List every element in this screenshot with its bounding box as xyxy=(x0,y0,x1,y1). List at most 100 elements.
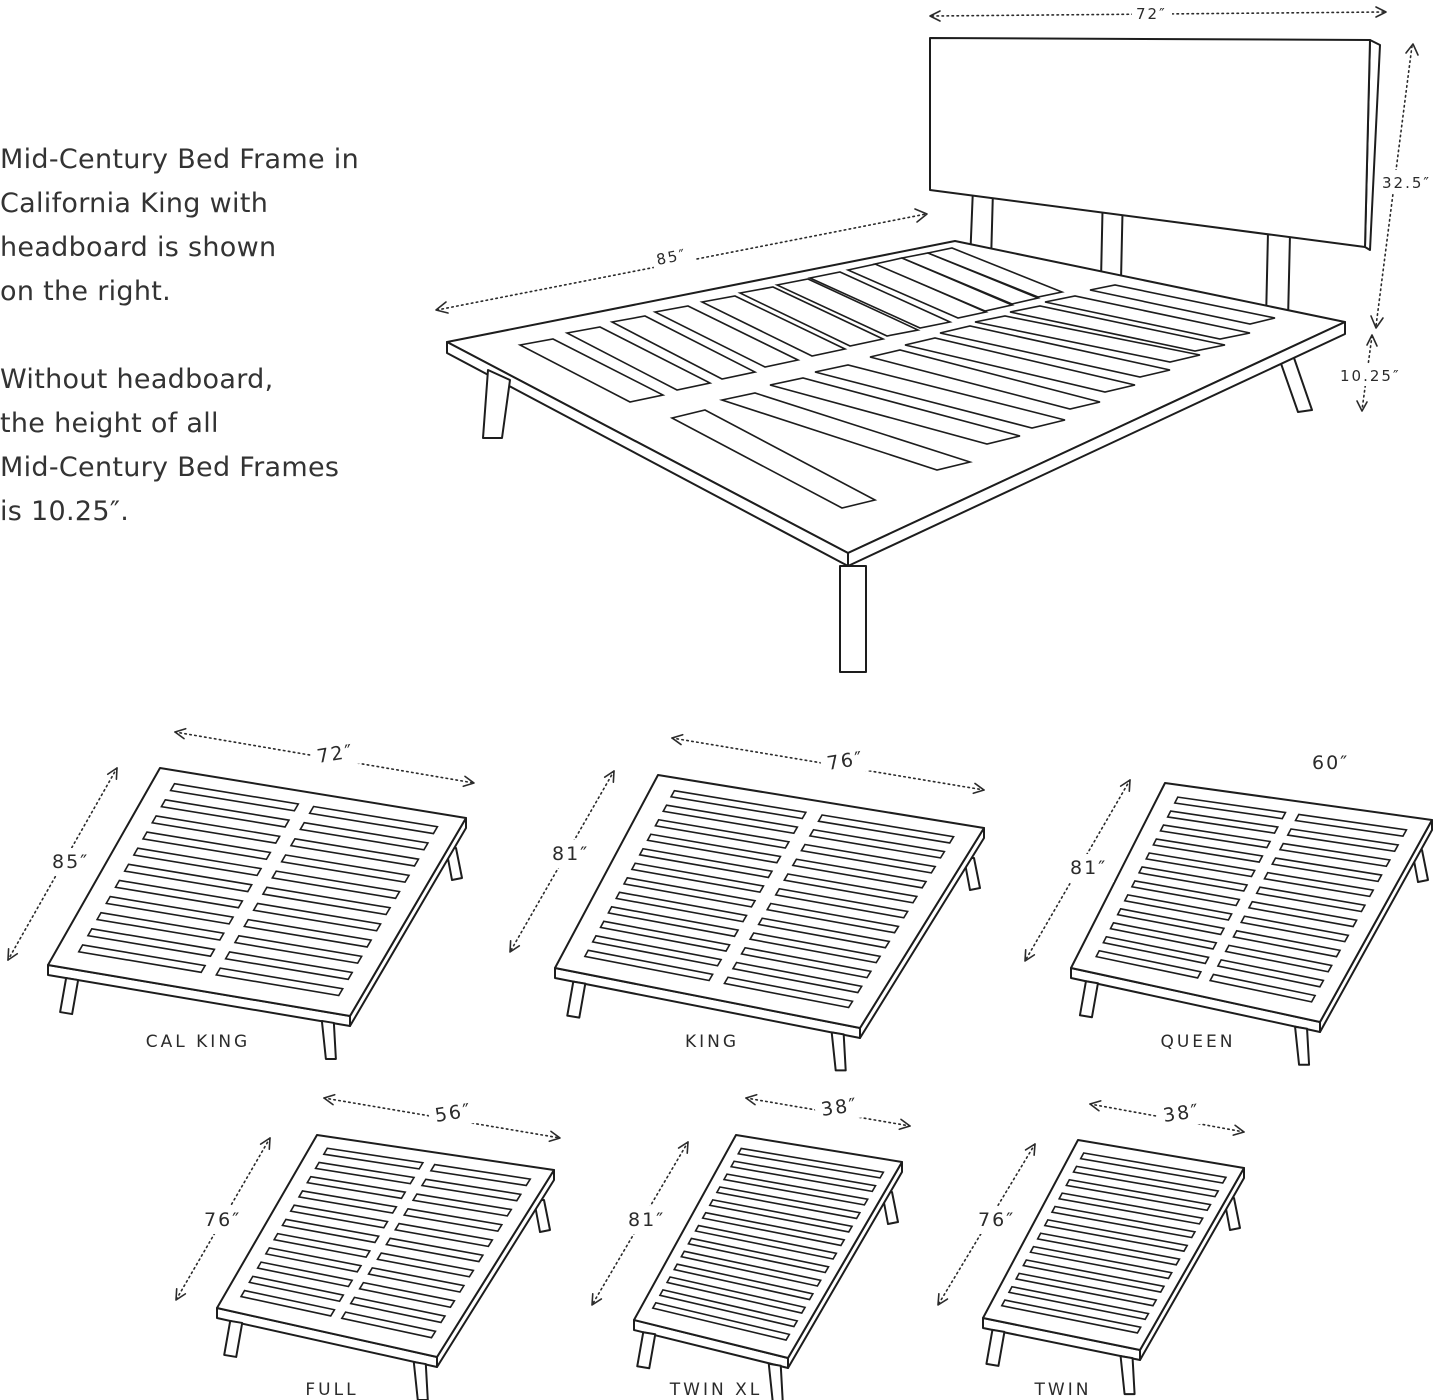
bed-cal-king: 72″85″CAL KING xyxy=(7,727,475,1060)
bed-slat xyxy=(1123,893,1233,921)
bed-slat xyxy=(297,1190,398,1214)
bed-slat xyxy=(243,918,373,948)
arrow-head-icon xyxy=(914,208,928,223)
bed-slat xyxy=(123,863,253,893)
bed-slat xyxy=(800,843,937,874)
arrow-head-icon xyxy=(1356,400,1368,412)
bed-slat xyxy=(1102,935,1210,965)
bed-slat xyxy=(1224,944,1333,973)
label-backdrop xyxy=(309,737,365,771)
hero-slat xyxy=(872,257,1015,312)
intro-text: Mid-Century Bed Frame in California King… xyxy=(0,138,420,578)
hero-slat xyxy=(609,315,758,380)
width-label: 38″ xyxy=(820,1094,860,1121)
label-backdrop xyxy=(1338,364,1406,386)
arrow-head-icon xyxy=(174,727,187,740)
arrow-head-icon xyxy=(1089,1100,1102,1112)
bed-slat xyxy=(715,1186,862,1220)
bed-slat xyxy=(1095,949,1203,979)
intro-line: Without headboard, xyxy=(0,364,274,395)
length-label: 81″ xyxy=(552,843,589,865)
bed-slat xyxy=(261,886,392,916)
hero-slat xyxy=(814,364,1066,429)
bed-slat xyxy=(114,879,244,909)
intro-line: headboard is shown xyxy=(0,232,277,263)
hero-slat xyxy=(564,326,713,391)
bed-slat xyxy=(1255,886,1367,913)
label-backdrop xyxy=(1155,1096,1211,1130)
bed-slat xyxy=(651,1301,791,1341)
label-backdrop xyxy=(1066,854,1114,882)
bed-slat xyxy=(289,837,420,867)
arrow-head-icon xyxy=(929,10,941,22)
bed-slat xyxy=(748,932,882,964)
bed-slat xyxy=(672,1263,815,1301)
hero-length-dimension-line xyxy=(436,213,927,311)
bed-slat xyxy=(791,858,928,889)
bed-slat xyxy=(591,934,723,967)
bed-slat xyxy=(765,902,900,934)
bed-slat xyxy=(1247,900,1358,928)
bed-slat xyxy=(1270,857,1383,883)
hero-slat xyxy=(769,377,1021,445)
bed-slat xyxy=(723,976,854,1009)
bed-leg-front-left xyxy=(985,1328,1006,1367)
hero-slats xyxy=(517,247,1276,509)
bed-slat xyxy=(1043,1218,1189,1253)
length-label: 81″ xyxy=(1070,857,1107,879)
bed-slats xyxy=(239,1147,532,1339)
label-backdrop xyxy=(974,1206,1022,1234)
bed-slat xyxy=(1152,838,1264,863)
hero-slat xyxy=(974,315,1201,363)
label-backdrop xyxy=(1132,2,1172,26)
bed-slat xyxy=(1029,1245,1173,1280)
arrow-head-icon xyxy=(106,767,118,780)
bed-slat xyxy=(429,1163,532,1187)
arrow-head-icon xyxy=(937,1293,949,1306)
arrow-head-icon xyxy=(548,1130,561,1143)
bed-slat xyxy=(239,1289,336,1317)
bed-slat xyxy=(1065,1178,1212,1212)
bed-slat xyxy=(322,1147,425,1170)
bed-slats xyxy=(1000,1152,1228,1334)
bed-slat xyxy=(105,895,235,925)
bed-leg-front-right xyxy=(830,1031,847,1072)
intro-line: California King with xyxy=(0,188,269,219)
bed-slat xyxy=(665,1276,807,1314)
bed-slat xyxy=(272,1232,372,1259)
length-label: 81″ xyxy=(628,1209,665,1231)
bed-slat xyxy=(817,814,955,844)
bed-slat xyxy=(1286,828,1400,853)
arrow-head-icon xyxy=(1375,6,1387,18)
bed-slat xyxy=(256,1261,354,1288)
bed-slat xyxy=(1173,796,1287,820)
arrow-head-icon xyxy=(1232,1124,1245,1136)
bed-slat xyxy=(808,828,946,859)
bed-slat xyxy=(607,905,740,938)
size-name-label: CAL KING xyxy=(146,1032,250,1052)
bed-leg-front-left xyxy=(636,1331,657,1370)
arrow-head-icon xyxy=(259,1137,271,1150)
bed-slat xyxy=(252,902,382,932)
bed-slat xyxy=(376,1252,475,1278)
bed-twin-xl: 38″81″TWIN XL xyxy=(591,1090,911,1400)
bed-slat xyxy=(314,1161,416,1185)
length-label: 76″ xyxy=(204,1209,241,1231)
bed-slat xyxy=(349,1296,447,1324)
bed-slat xyxy=(77,944,207,974)
arrow-head-icon xyxy=(972,782,985,795)
label-backdrop xyxy=(624,1206,672,1234)
width-label: 38″ xyxy=(1162,1100,1202,1127)
bed-queen: 60″81″QUEEN xyxy=(1024,752,1433,1066)
arrow-head-icon xyxy=(1405,43,1419,56)
bed-slat xyxy=(1239,915,1350,943)
length-label: 76″ xyxy=(978,1209,1015,1231)
bed-slat xyxy=(1159,824,1272,849)
bed-slats xyxy=(651,1147,885,1341)
bed-slat xyxy=(393,1222,494,1248)
hero-slat xyxy=(845,263,989,319)
bed-slat xyxy=(215,967,345,997)
label-backdrop xyxy=(548,840,596,868)
bed-leg-front-right xyxy=(320,1019,337,1060)
bed-platform-top xyxy=(47,767,467,1017)
